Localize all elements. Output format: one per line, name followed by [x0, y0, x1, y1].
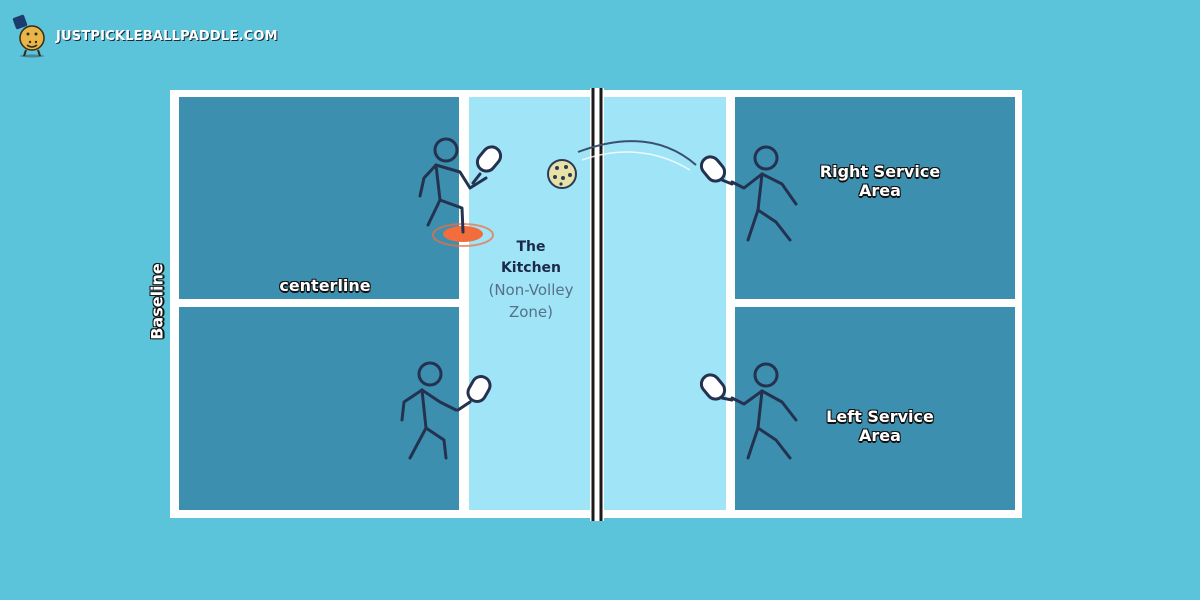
baseline-label: Baseline	[147, 263, 167, 340]
kitchen-title-line2: Kitchen	[500, 260, 562, 276]
service-area-top-left	[179, 97, 459, 299]
brand: JUSTPICKLEBALLPADDLE.COM	[10, 14, 278, 58]
brand-name: JUSTPICKLEBALLPADDLE.COM	[56, 28, 278, 44]
service-area-top-right	[735, 97, 1015, 299]
player-with-paddle-icon	[699, 145, 798, 242]
service-area-bottom-left	[179, 307, 459, 510]
ball-trajectory-arc	[577, 140, 697, 166]
kitchen-label: The Kitchen (Non-Volley Zone)	[470, 237, 592, 323]
player-with-paddle-icon	[400, 361, 492, 460]
kitchen-subtitle-line1: (Non-Volley	[488, 281, 574, 299]
player-with-paddle-icon	[699, 362, 798, 460]
pickleball-mascot-icon	[12, 14, 45, 58]
centerline-label: centerline	[279, 276, 371, 295]
player-with-paddle-icon	[418, 137, 503, 234]
pickleball-icon	[547, 159, 577, 189]
kitchen-title-line1: The	[516, 239, 546, 255]
kitchen-subtitle-line2: Zone)	[508, 303, 554, 321]
service-area-bottom-right	[735, 307, 1015, 510]
